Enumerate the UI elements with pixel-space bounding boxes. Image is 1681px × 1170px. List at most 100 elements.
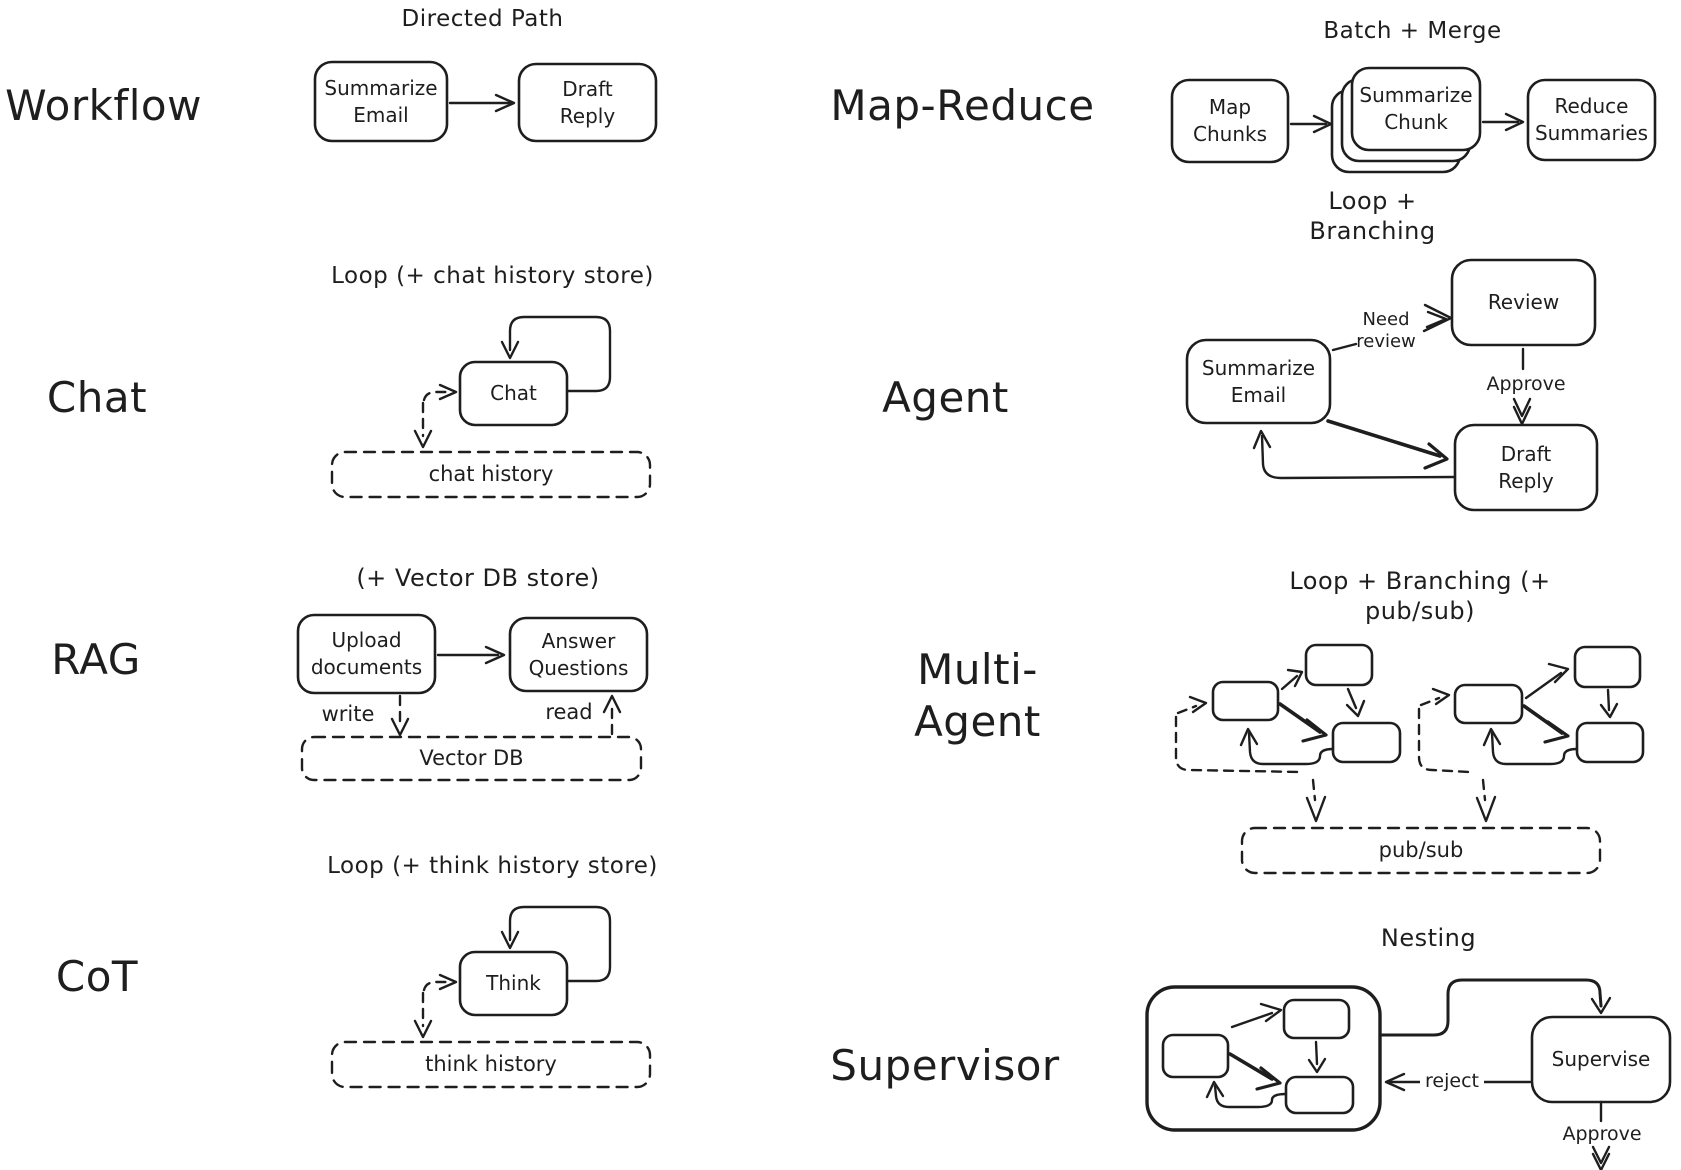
cluster2-thick-arrowhead (1543, 720, 1570, 744)
agent-draft-reply-node (1453, 423, 1599, 512)
supervisor-pattern-title: Nesting (1380, 924, 1477, 952)
think-node (458, 950, 569, 1017)
cluster2-entry-dashed-arrow (1419, 696, 1441, 707)
agent-pattern-title: Loop + Branching (1309, 187, 1436, 245)
cot-pattern-title: Loop (+ think history store) (327, 852, 658, 879)
chunk-to-reduce-arrowhead (1504, 112, 1525, 132)
agent-summarize-email-node (1185, 338, 1332, 425)
chat-node (458, 360, 569, 427)
supervisor-approve-arrowhead-outer (1591, 1145, 1611, 1165)
cluster2-pubsub-dashed-drop (1481, 778, 1487, 802)
rag-section-label: RAG (51, 634, 141, 684)
supervisor-approve-edge-label: Approve (1562, 1123, 1642, 1146)
nested-left-to-top-arrow (1230, 1011, 1274, 1029)
cluster2-top-to-bottom-arrowhead (1599, 702, 1619, 719)
nested-thick-arrow (1228, 1052, 1274, 1081)
cluster2-left-to-top-arrow (1524, 671, 1563, 700)
workflow-section-label: Workflow (5, 80, 202, 130)
agent-review-node (1450, 258, 1597, 347)
nested-left-to-top-arrowhead (1259, 1002, 1283, 1023)
cluster1-top-to-bottom-arrowhead (1345, 699, 1366, 718)
chat-section-label: Chat (46, 372, 148, 422)
container-to-supervise-connector (1380, 978, 1603, 1037)
pub-sub-label: pub/sub (1378, 838, 1464, 863)
write-edge-label: write (321, 701, 375, 726)
cluster2-top-node (1573, 645, 1642, 689)
draft-to-summarize-arrowhead (1252, 429, 1272, 450)
multi-agent-section-label: Multi-Agent (914, 644, 1041, 747)
vector-db-store (300, 735, 643, 782)
think-history-store (330, 1040, 652, 1089)
cluster1-entry-arrowhead (1188, 695, 1208, 714)
cluster2-loop-line (1490, 731, 1579, 766)
need-review-chevron-inner (1425, 310, 1448, 329)
chat-history-label: chat history (428, 462, 554, 487)
cluster1-top-to-bottom-arrow (1346, 687, 1358, 710)
summarize-chunk-node (1350, 66, 1482, 152)
chat-node-label: Chat (490, 381, 537, 405)
reduce-summaries-node (1526, 78, 1657, 162)
summarize-chunk-label: Summarize Chunk (1359, 83, 1473, 134)
chat-entry-dashed-arrow (422, 390, 450, 402)
cluster2-bottom-node (1575, 721, 1645, 764)
summarize-to-draft-thick-arrow (1326, 419, 1442, 458)
cluster1-top-node (1304, 643, 1374, 687)
workflow-pattern-title: Directed Path (401, 5, 564, 32)
supervisor-approve-arrowhead-inner (1591, 1152, 1611, 1170)
cluster1-bottom-node (1331, 721, 1402, 764)
workflow-diagram (313, 60, 658, 143)
need-review-edge-label: Need review (1356, 308, 1416, 353)
agent-draft-reply-label: Draft Reply (1498, 441, 1554, 493)
nested-thick-arrowhead (1255, 1066, 1282, 1091)
think-history-arrowhead (413, 1019, 433, 1039)
agent-approve-edge-label: Approve (1486, 373, 1566, 396)
approve-arrowhead-outer (1512, 397, 1532, 418)
cluster1-pubsub-dashed-elbow (1174, 715, 1303, 774)
nested-left-node (1161, 1033, 1230, 1079)
vector-db-label: Vector DB (419, 746, 524, 771)
read-edge-label: read (545, 699, 593, 724)
cluster2-pubsub-dashed-elbow (1417, 707, 1472, 774)
nested-top-to-bottom-arrow (1314, 1040, 1319, 1066)
cluster1-thick-arrowhead (1301, 718, 1328, 743)
cluster1-left-to-top-arrowhead (1286, 668, 1304, 688)
multi-agent-pattern-title: Loop + Branching (+ pub/sub) (1289, 567, 1551, 625)
write-arrowhead (390, 717, 410, 737)
draft-to-summarize-return-line (1260, 434, 1457, 480)
agent-diagram (1185, 258, 1599, 512)
read-arrowhead (602, 694, 622, 714)
summarize-email-node (313, 60, 449, 143)
map-to-chunk-arrowhead (1312, 114, 1333, 134)
container-to-supervise-arrowhead (1590, 996, 1612, 1015)
think-node-label: Think (486, 971, 541, 995)
chat-entry-arrowhead (438, 383, 458, 401)
think-self-loop-arrowhead (500, 930, 520, 950)
chat-self-loop (508, 315, 612, 393)
cluster1-entry-dashed-arrow (1176, 704, 1198, 715)
cluster2-left-node (1453, 683, 1524, 725)
agent-summarize-email-label: Summarize Email (1201, 355, 1316, 407)
supervisor-diagram (1145, 978, 1672, 1170)
cluster2-top-to-bottom-arrow (1606, 688, 1611, 712)
answer-questions-node (508, 616, 649, 693)
chat-self-loop-arrowhead (500, 340, 520, 360)
think-self-loop (508, 905, 612, 983)
cluster1-loop-line (1247, 731, 1335, 766)
chat-diagram (330, 315, 652, 499)
agent-review-label: Review (1487, 290, 1560, 314)
think-entry-dashed-arrow (422, 980, 450, 992)
reject-arrowhead (1384, 1072, 1406, 1092)
cluster1-pubsub-arrowhead (1305, 795, 1327, 823)
rag-pattern-title: (+ Vector DB store) (356, 564, 600, 592)
nested-top-to-bottom-arrowhead (1307, 1057, 1327, 1074)
chat-history-arrowhead (413, 429, 433, 449)
answer-questions-label: Answer Questions (528, 628, 629, 680)
nested-loop-arrowhead (1205, 1080, 1225, 1099)
rag-diagram (296, 613, 649, 782)
draft-reply-node (517, 62, 658, 143)
cluster1-pubsub-dashed-drop (1311, 778, 1317, 802)
multi-agent-diagram (1174, 643, 1645, 875)
cot-section-label: CoT (55, 951, 139, 1001)
cluster1-left-node (1211, 680, 1280, 722)
